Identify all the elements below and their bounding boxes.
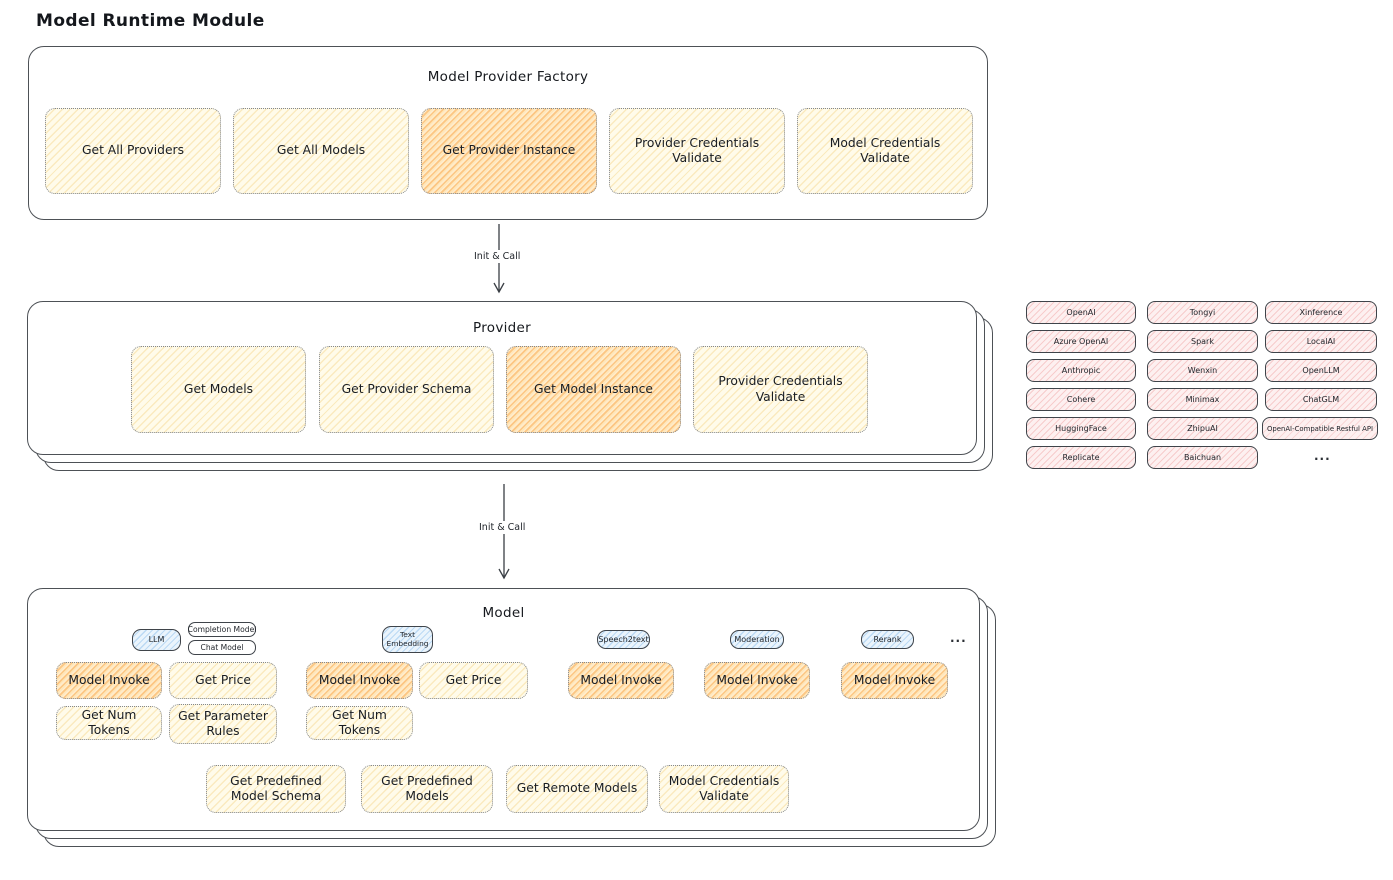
- factory-panel-title: Model Provider Factory: [427, 69, 589, 85]
- provider-chip: Minimax: [1147, 388, 1258, 411]
- diagram-title: Model Runtime Module: [36, 11, 265, 31]
- tab-speech2text: Speech2text: [597, 630, 650, 649]
- provider-chip: Anthropic: [1026, 359, 1136, 382]
- provider-credentials-validate-box-2: Provider Credentials Validate: [693, 346, 868, 433]
- provider-chip: Wenxin: [1147, 359, 1258, 382]
- provider-chip: ChatGLM: [1265, 388, 1377, 411]
- speech2text-model-invoke-box: Model Invoke: [568, 662, 674, 699]
- tab-moderation: Moderation: [730, 630, 784, 649]
- rerank-model-invoke-box: Model Invoke: [841, 662, 948, 699]
- provider-chip: ZhipuAI: [1147, 417, 1258, 440]
- provider-chip: LocalAI: [1265, 330, 1377, 353]
- text-embedding-get-price-box: Get Price: [419, 662, 528, 699]
- model-panel: Model LLM Completion Model Chat Model Te…: [27, 588, 980, 831]
- tab-text-embedding: Text Embedding: [382, 626, 433, 653]
- tab-llm: LLM: [132, 629, 181, 651]
- provider-panel-title: Provider: [473, 320, 531, 336]
- provider-panel: Provider Get Models Get Provider Schema …: [27, 301, 977, 455]
- provider-list-more: ...: [1314, 449, 1331, 463]
- text-embedding-get-num-tokens-box: Get Num Tokens: [306, 706, 413, 740]
- provider-chip: OpenAI-Compatible Restful API: [1262, 417, 1378, 440]
- provider-chip: Azure OpenAI: [1026, 330, 1136, 353]
- get-provider-instance-box: Get Provider Instance: [421, 108, 597, 194]
- model-credentials-validate-box-2: Model Credentials Validate: [659, 765, 789, 813]
- init-call-label-1: Init & Call: [471, 250, 524, 263]
- tab-completion-model: Completion Model: [188, 622, 256, 637]
- provider-chip: Spark: [1147, 330, 1258, 353]
- provider-chip: Cohere: [1026, 388, 1136, 411]
- tab-rerank: Rerank: [861, 630, 914, 649]
- text-embedding-model-invoke-box: Model Invoke: [306, 662, 413, 699]
- model-tabs-more: ...: [950, 631, 967, 645]
- get-all-providers-box: Get All Providers: [45, 108, 221, 194]
- get-predefined-model-schema-box: Get Predefined Model Schema: [206, 765, 346, 813]
- llm-get-price-box: Get Price: [169, 662, 277, 699]
- get-remote-models-box: Get Remote Models: [506, 765, 648, 813]
- provider-list-grid: OpenAI Azure OpenAI Anthropic Cohere Hug…: [1026, 301, 1386, 473]
- provider-chip: OpenAI: [1026, 301, 1136, 324]
- moderation-model-invoke-box: Model Invoke: [704, 662, 810, 699]
- provider-chip: Baichuan: [1147, 446, 1258, 469]
- get-predefined-models-box: Get Predefined Models: [361, 765, 493, 813]
- provider-credentials-validate-box: Provider Credentials Validate: [609, 108, 785, 194]
- llm-get-parameter-rules-box: Get Parameter Rules: [169, 704, 277, 744]
- model-panel-title: Model: [482, 605, 525, 621]
- provider-chip: Tongyi: [1147, 301, 1258, 324]
- model-provider-factory-panel: Model Provider Factory Get All Providers…: [28, 46, 988, 220]
- init-call-label-2: Init & Call: [476, 521, 529, 534]
- get-all-models-box: Get All Models: [233, 108, 409, 194]
- tab-chat-model: Chat Model: [188, 640, 256, 655]
- llm-model-invoke-box: Model Invoke: [56, 662, 162, 699]
- provider-chip: Replicate: [1026, 446, 1136, 469]
- provider-chip: Xinference: [1265, 301, 1377, 324]
- get-provider-schema-box: Get Provider Schema: [319, 346, 494, 433]
- provider-chip: HuggingFace: [1026, 417, 1136, 440]
- get-models-box: Get Models: [131, 346, 306, 433]
- get-model-instance-box: Get Model Instance: [506, 346, 681, 433]
- provider-chip: OpenLLM: [1265, 359, 1377, 382]
- model-credentials-validate-box: Model Credentials Validate: [797, 108, 973, 194]
- llm-get-num-tokens-box: Get Num Tokens: [56, 706, 162, 740]
